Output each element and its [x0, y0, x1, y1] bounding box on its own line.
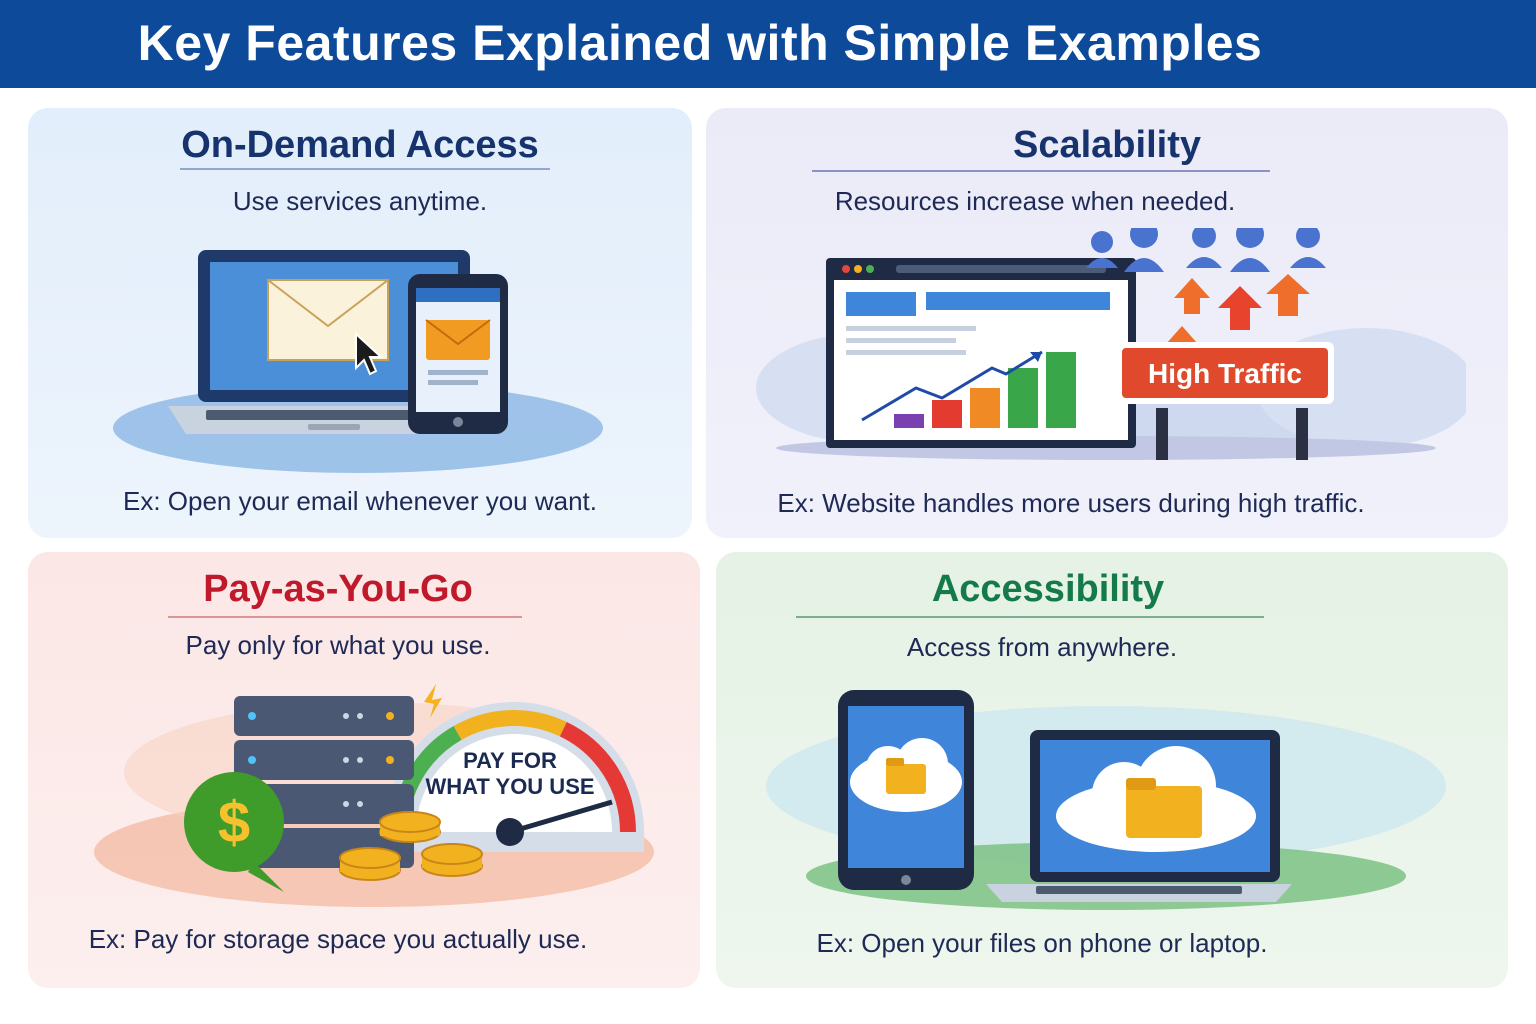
cloud-folder-icon — [850, 738, 962, 812]
scalability-illustration: High Traffic — [756, 228, 1466, 460]
title-divider — [180, 168, 550, 170]
sign-label: High Traffic — [1148, 358, 1302, 389]
gauge-icon: PAY FOR WHAT YOU USE — [384, 684, 644, 852]
card-on-demand-access: On-Demand Access Use services anytime. — [28, 108, 692, 538]
card-example: Ex: Website handles more users during hi… — [777, 488, 1365, 518]
card-example: Ex: Open your email whenever you want. — [122, 486, 598, 516]
card-title: Accessibility — [931, 568, 1165, 610]
title-divider — [796, 616, 1264, 618]
card-subtitle: Access from anywhere. — [906, 632, 1178, 662]
card-pay-as-you-go: Pay-as-You-Go Pay only for what you use.… — [28, 552, 700, 988]
card-subtitle: Pay only for what you use. — [185, 630, 491, 660]
users-icon — [1086, 228, 1326, 272]
card-example: Ex: Pay for storage space you actually u… — [88, 924, 588, 954]
high-traffic-sign: High Traffic — [1116, 342, 1334, 460]
on-demand-illustration — [113, 250, 603, 473]
card-scalability: Scalability Resources increase when need… — [706, 108, 1508, 538]
header-banner: Key Features Explained with Simple Examp… — [0, 0, 1536, 88]
card-title: On-Demand Access — [181, 124, 539, 166]
card-subtitle: Use services anytime. — [232, 186, 488, 216]
bar-chart-icon — [861, 350, 1076, 428]
svg-text:$: $ — [218, 790, 250, 855]
cloud-folder-icon — [1056, 746, 1256, 852]
smartphone-icon — [408, 274, 508, 434]
dollar-sign-icon: $ — [184, 772, 284, 892]
card-accessibility: Accessibility Access from anywhere. — [716, 552, 1508, 988]
accessibility-illustration — [766, 690, 1446, 910]
title-divider — [812, 170, 1270, 172]
envelope-icon — [267, 279, 389, 361]
card-subtitle: Resources increase when needed. — [834, 186, 1236, 216]
title-divider — [168, 616, 522, 618]
card-title: Pay-as-You-Go — [203, 568, 473, 610]
card-title: Scalability — [1013, 124, 1201, 166]
pay-as-you-go-illustration: PAY FOR WHAT YOU USE $ — [94, 684, 654, 907]
gauge-label-line2: WHAT YOU USE — [425, 774, 594, 799]
gauge-label-line1: PAY FOR — [463, 748, 557, 773]
cursor-icon — [355, 331, 384, 376]
coins-icon — [339, 811, 483, 881]
card-example: Ex: Open your files on phone or laptop. — [816, 928, 1268, 958]
page-title: Key Features Explained with Simple Examp… — [137, 15, 1263, 71]
